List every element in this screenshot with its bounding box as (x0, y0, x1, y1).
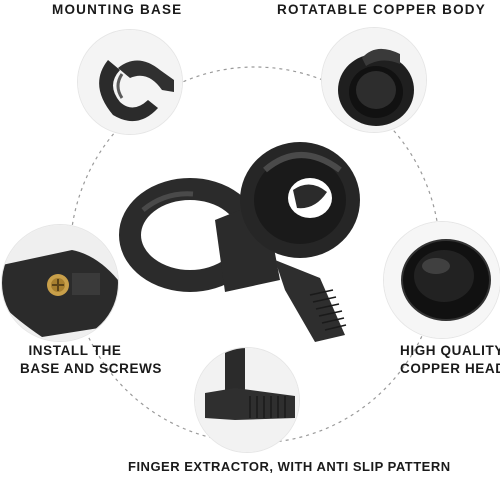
detail-circle-install-screws (2, 225, 118, 341)
label-high-quality-line2: COPPER HEAD (400, 361, 500, 376)
detail-circle-finger-extractor (195, 348, 299, 452)
label-mounting-base: MOUNTING BASE (52, 2, 183, 17)
detail-circle-rotatable-body (322, 28, 426, 132)
finger-extractor-image (195, 348, 299, 452)
mounting-base-image (78, 30, 182, 134)
detail-circle-copper-head (384, 222, 500, 338)
label-high-quality-line1: HIGH QUALITY (400, 343, 500, 358)
label-rotatable-copper-body: ROTATABLE COPPER BODY (277, 2, 486, 17)
bike-bell-product-image (119, 142, 360, 342)
install-screws-image (2, 225, 118, 341)
detail-circle-mounting-base (78, 30, 182, 134)
label-install-base-screws: INSTALL THE BASE AND SCREWS (20, 342, 163, 378)
label-finger-extractor: FINGER EXTRACTOR, WITH ANTI SLIP PATTERN (128, 459, 451, 474)
label-high-quality-copper-head: HIGH QUALITY COPPER HEAD (400, 342, 500, 378)
label-install-line2: BASE AND SCREWS (20, 361, 163, 376)
copper-head-image (384, 222, 500, 338)
label-install-line1: INSTALL THE (28, 343, 122, 358)
rotatable-body-image (322, 28, 426, 132)
